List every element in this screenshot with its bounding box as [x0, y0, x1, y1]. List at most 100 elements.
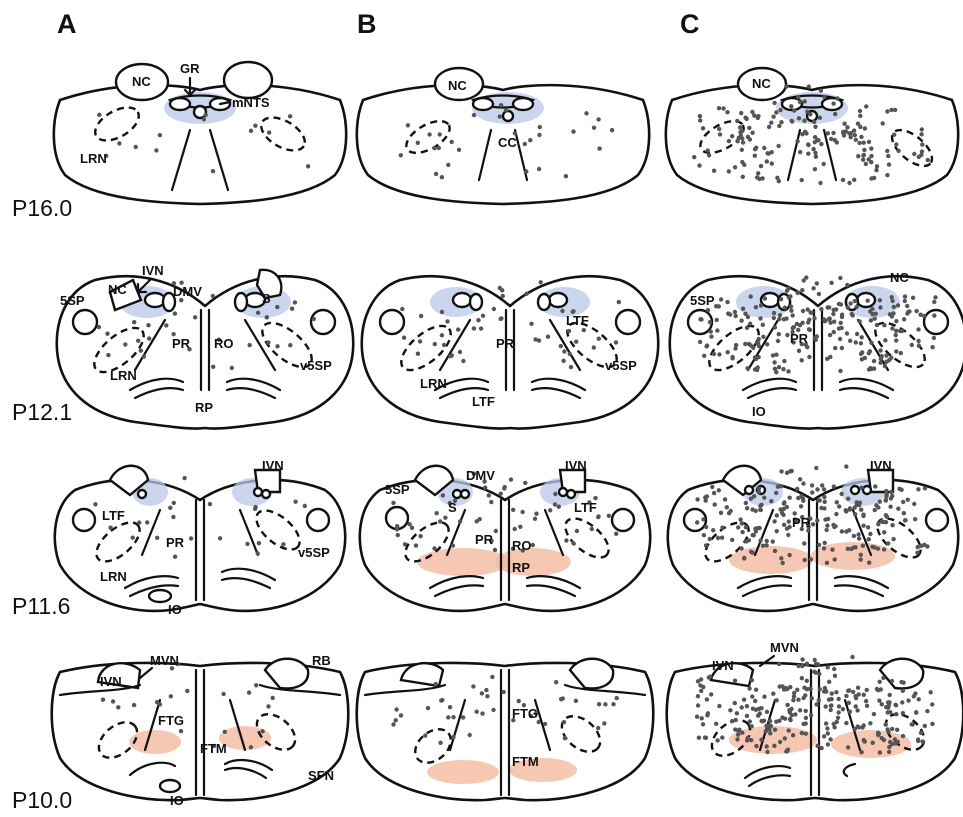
neuron-dot	[771, 115, 775, 119]
neuron-dot	[893, 703, 897, 707]
neuron-dot	[779, 484, 783, 488]
neuron-dot	[256, 311, 260, 315]
neuron-dot	[740, 148, 744, 152]
neuron-dot	[733, 346, 737, 350]
neuron-dot	[434, 682, 438, 686]
neuron-dot	[211, 294, 215, 298]
neuron-dot	[920, 149, 924, 153]
neuron-dot	[845, 283, 849, 287]
neuron-dot	[876, 505, 880, 509]
label-ftm: FTM	[200, 741, 227, 756]
neuron-dot	[757, 490, 761, 494]
neuron-dot	[930, 345, 934, 349]
neuron-dot	[701, 126, 705, 130]
neuron-dot	[288, 343, 292, 347]
neuron-dot	[878, 305, 882, 309]
neuron-dot	[567, 329, 571, 333]
neuron-dot	[851, 313, 855, 317]
neuron-dot	[795, 487, 799, 491]
neuron-dot	[823, 541, 827, 545]
neuron-dot	[784, 84, 788, 88]
neuron-dot	[811, 147, 815, 151]
neuron-dot	[841, 178, 845, 182]
neuron-dot	[782, 500, 786, 504]
label-5sp-b2: 5SP	[385, 482, 410, 497]
neuron-dot	[878, 680, 882, 684]
neuron-dot	[786, 748, 790, 752]
neuron-dot	[717, 488, 721, 492]
neuron-dot	[451, 715, 455, 719]
row-label-p12-1: P12.1	[12, 399, 72, 425]
neuron-dot	[169, 694, 173, 698]
neuron-dot	[426, 706, 430, 710]
neuron-dot	[403, 542, 407, 546]
neuron-dot	[923, 724, 927, 728]
neuron-dot	[819, 746, 823, 750]
neuron-dot	[781, 367, 785, 371]
neuron-dot	[859, 135, 863, 139]
neuron-dot	[783, 736, 787, 740]
neuron-dot	[856, 154, 860, 158]
neuron-dot	[894, 319, 898, 323]
neuron-dot	[859, 352, 863, 356]
neuron-dot	[807, 84, 811, 88]
neuron-dot	[777, 662, 781, 666]
neuron-dot	[696, 703, 700, 707]
neuron-dot	[812, 670, 816, 674]
neuron-dot	[890, 295, 894, 299]
neuron-dot	[727, 169, 731, 173]
neuron-dot	[797, 116, 801, 120]
neuron-dot	[818, 116, 822, 120]
neuron-dot	[796, 698, 800, 702]
neuron-dot	[575, 529, 579, 533]
neuron-dot	[733, 679, 737, 683]
neuron-dot	[93, 502, 97, 506]
neuron-dot	[448, 354, 452, 358]
neuron-dot	[132, 703, 136, 707]
neuron-dot	[692, 155, 696, 159]
neuron-dot	[916, 545, 920, 549]
label-lrn-b: LRN	[420, 376, 447, 391]
neuron-dot	[265, 315, 269, 319]
neuron-dot	[816, 499, 820, 503]
neuron-dot	[801, 309, 805, 313]
neuron-dot	[866, 299, 870, 303]
neuron-dot	[825, 305, 829, 309]
neuron-dot	[735, 119, 739, 123]
neuron-dot	[868, 309, 872, 313]
label-nc: NC	[132, 74, 151, 89]
neuron-dot	[720, 735, 724, 739]
neuron-dot	[827, 698, 831, 702]
neuron-dot	[791, 733, 795, 737]
neuron-dot	[757, 337, 761, 341]
neuron-dot	[105, 332, 109, 336]
neuron-dot	[846, 497, 850, 501]
neuron-dot	[822, 734, 826, 738]
neuron-dot	[158, 133, 162, 137]
neuron-dot	[134, 145, 138, 149]
neuron-dot	[826, 665, 830, 669]
neuron-dot	[884, 722, 888, 726]
neuron-dot	[893, 737, 897, 741]
neuron-dot	[715, 328, 719, 332]
neuron-dot	[172, 501, 176, 505]
neuron-dot	[778, 108, 782, 112]
neuron-dot	[907, 309, 911, 313]
neuron-dot	[859, 750, 863, 754]
neuron-dot	[755, 175, 759, 179]
neuron-dot	[439, 698, 443, 702]
neuron-dot	[772, 316, 776, 320]
neuron-dot	[727, 139, 731, 143]
neuron-dot	[306, 164, 310, 168]
neuron-dot	[137, 520, 141, 524]
neuron-dot	[885, 173, 889, 177]
neuron-dot	[753, 699, 757, 703]
neuron-dot	[831, 523, 835, 527]
neuron-dot	[782, 359, 786, 363]
label-nc-c1: NC	[890, 270, 909, 285]
neuron-dot	[930, 722, 934, 726]
neuron-dot	[560, 309, 564, 313]
neuron-dot	[801, 696, 805, 700]
neuron-dot	[813, 135, 817, 139]
neuron-dot	[845, 125, 849, 129]
